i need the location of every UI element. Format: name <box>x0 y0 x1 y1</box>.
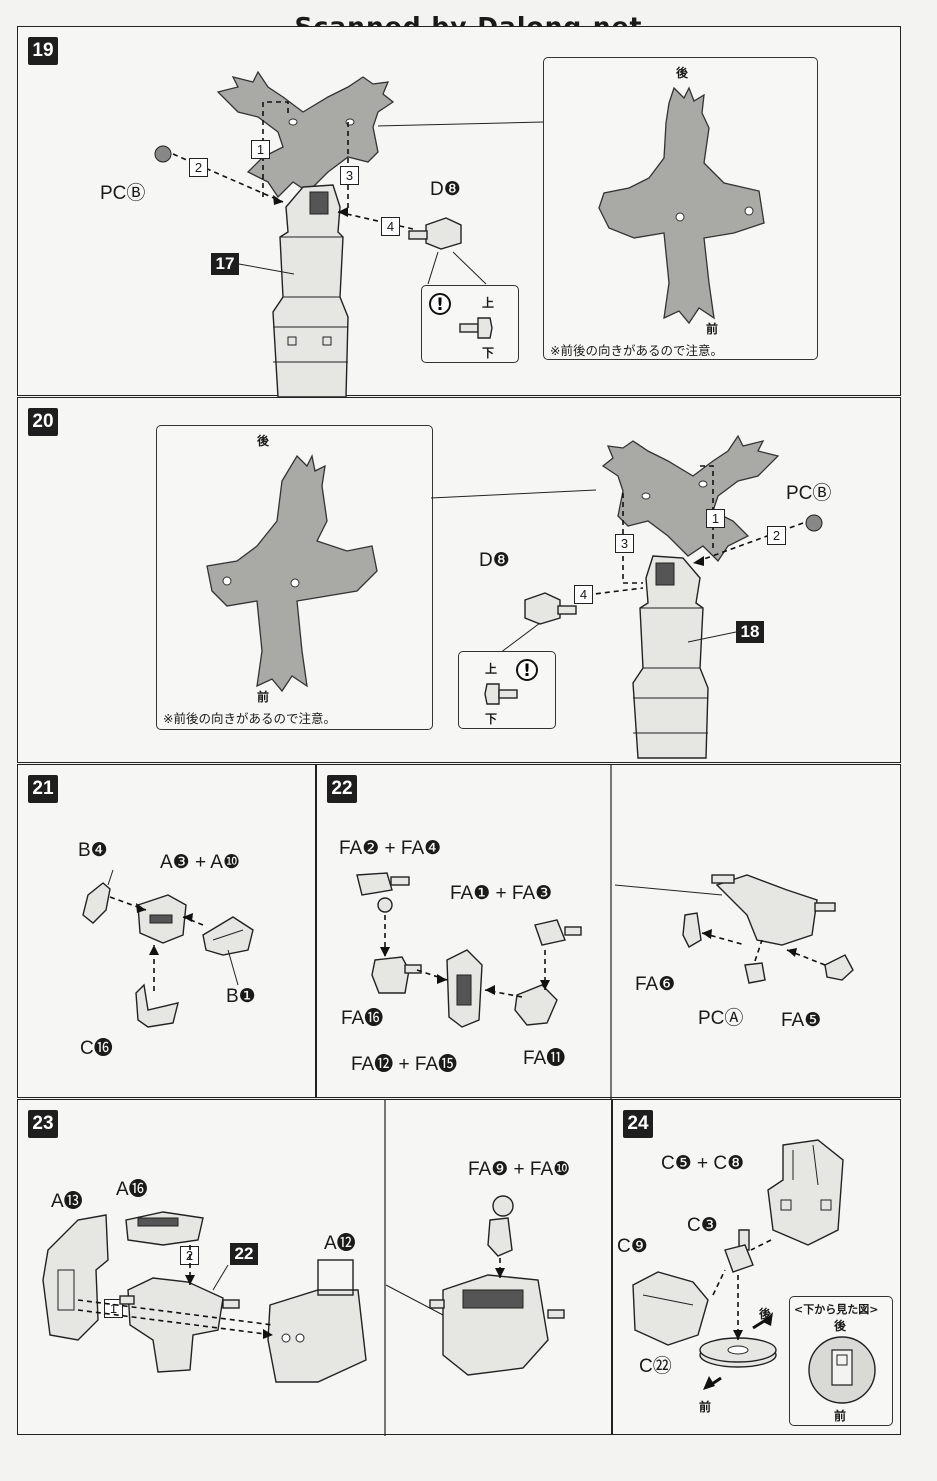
orientation-inset: 上 ! 下 <box>458 651 556 729</box>
label-fa12-fa15: FA⓬ + FA⓯ <box>351 1054 458 1075</box>
bottom-view-title: <下から見た図> <box>794 1303 879 1316</box>
orientation-note: ※前後の向きがあるので注意。 <box>163 711 336 726</box>
label-b4: B❹ <box>78 840 108 861</box>
svg-text:!: ! <box>436 295 444 315</box>
label-front: 前 <box>257 690 270 704</box>
step-number: 24 <box>623 1110 653 1138</box>
label-fa6: FA❻ <box>635 974 676 995</box>
step-22-panel: 22 FA❷ + FA❹ FA❶ + FA❸ FA⓰ FA⓬ + FA⓯ FA⓫… <box>316 764 901 1099</box>
label-front: 前 <box>706 322 719 336</box>
label-pc-b: PCⒷ <box>100 183 146 204</box>
label-back: 後 <box>257 434 270 448</box>
emblem-top-view-inset: 後 前 ※前後の向きがあるので注意。 <box>156 425 433 730</box>
label-pc-b: PCⒷ <box>786 483 832 504</box>
step-number: 21 <box>28 775 58 803</box>
label-up: 上 <box>482 296 495 310</box>
orientation-inset: ! 上 下 <box>421 285 519 363</box>
ref-step-18: 18 <box>736 621 764 643</box>
label-d8: D❽ <box>479 550 510 571</box>
step-19-panel: 19 PCⒷ 17 D❽ 1 2 3 4 <box>17 26 901 398</box>
assembly-step-3: 3 <box>615 534 634 553</box>
step-number: 19 <box>28 37 58 65</box>
label-fa11: FA⓫ <box>523 1048 566 1069</box>
label-fa5: FA❺ <box>781 1010 822 1031</box>
step-24-panel: 24 C❺ + C❽ C❸ C❾ C㉒ 後 前 <下から見た図> 後 前 <box>612 1099 901 1435</box>
label-front-arrow: 前 <box>699 1400 712 1414</box>
assembly-step-4: 4 <box>574 585 593 604</box>
bottom-view-inset: <下から見た図> 後 前 <box>789 1296 893 1426</box>
emblem-top-view <box>598 86 765 325</box>
d8-connector-part <box>524 592 577 625</box>
assembly-step-2: 2 <box>189 158 208 177</box>
label-up: 上 <box>485 662 498 676</box>
connector-icon <box>484 683 518 705</box>
label-c3: C❸ <box>687 1215 718 1236</box>
neck-column-part <box>632 555 709 759</box>
emblem-top-view-inset: 後 前 ※前後の向きがあるので注意。 <box>543 57 818 360</box>
step23-parts <box>42 1195 565 1383</box>
label-fa2-fa4: FA❷ + FA❹ <box>339 838 442 859</box>
alert-icon: ! <box>516 659 538 681</box>
label-a3-a10: A❸ + A❿ <box>160 852 241 873</box>
pc-b-ball <box>805 514 823 532</box>
hawk-emblem-part <box>601 434 780 563</box>
base-bottom-view <box>808 1336 876 1404</box>
step-20-panel: 20 後 前 ※前後の向きがあるので注意。 PCⒷ 18 D❽ <box>17 397 901 763</box>
label-a13: A⓭ <box>51 1191 83 1212</box>
step-number: 23 <box>28 1110 58 1138</box>
label-fa9-fa10: FA❾ + FA❿ <box>468 1159 571 1180</box>
assembly-step-3: 3 <box>340 166 359 185</box>
step24-parts <box>632 1139 844 1390</box>
assembly-step-4: 4 <box>381 217 400 236</box>
label-pc-a: PCⒶ <box>698 1008 744 1029</box>
connector-icon <box>459 317 493 339</box>
alert-icon: ! <box>429 293 451 315</box>
step-number: 20 <box>28 408 58 436</box>
label-c16: C⓰ <box>80 1038 113 1059</box>
orientation-note: ※前後の向きがあるので注意。 <box>550 343 723 358</box>
label-back: 後 <box>834 1319 847 1333</box>
pc-b-ball <box>154 145 172 163</box>
step-21-panel: 21 B❹ A❸ + A❿ B❶ C⓰ <box>17 764 316 1098</box>
assembly-step-1: 1 <box>251 140 270 159</box>
assembly-step-2: 2 <box>767 526 786 545</box>
assembly-step-1: 1 <box>706 509 725 528</box>
label-back: 後 <box>676 66 689 80</box>
label-b1: B❶ <box>226 986 256 1007</box>
label-down: 下 <box>482 346 495 360</box>
label-c22: C㉒ <box>639 1356 672 1377</box>
label-front: 前 <box>834 1409 847 1423</box>
svg-text:!: ! <box>523 661 531 681</box>
label-d8: D❽ <box>430 179 461 200</box>
step-number: 22 <box>327 775 357 803</box>
label-c9: C❾ <box>617 1236 648 1257</box>
label-fa1-fa3: FA❶ + FA❸ <box>450 883 553 904</box>
label-a12: A⓬ <box>324 1233 356 1254</box>
ref-step-17: 17 <box>211 253 239 275</box>
label-c5-c8: C❺ + C❽ <box>661 1153 745 1174</box>
step22-parts <box>356 872 854 1028</box>
step21-parts <box>82 869 254 1028</box>
label-down: 下 <box>485 712 498 726</box>
step-23-panel: 23 A⓭ A⓰ 22 A⓬ FA❾ + FA❿ 1 2 <box>17 1099 612 1436</box>
label-a16: A⓰ <box>116 1179 148 1200</box>
label-fa16: FA⓰ <box>341 1008 384 1029</box>
d8-connector-part <box>408 217 462 250</box>
emblem-top-view <box>206 454 378 693</box>
ref-step-22: 22 <box>230 1243 258 1265</box>
